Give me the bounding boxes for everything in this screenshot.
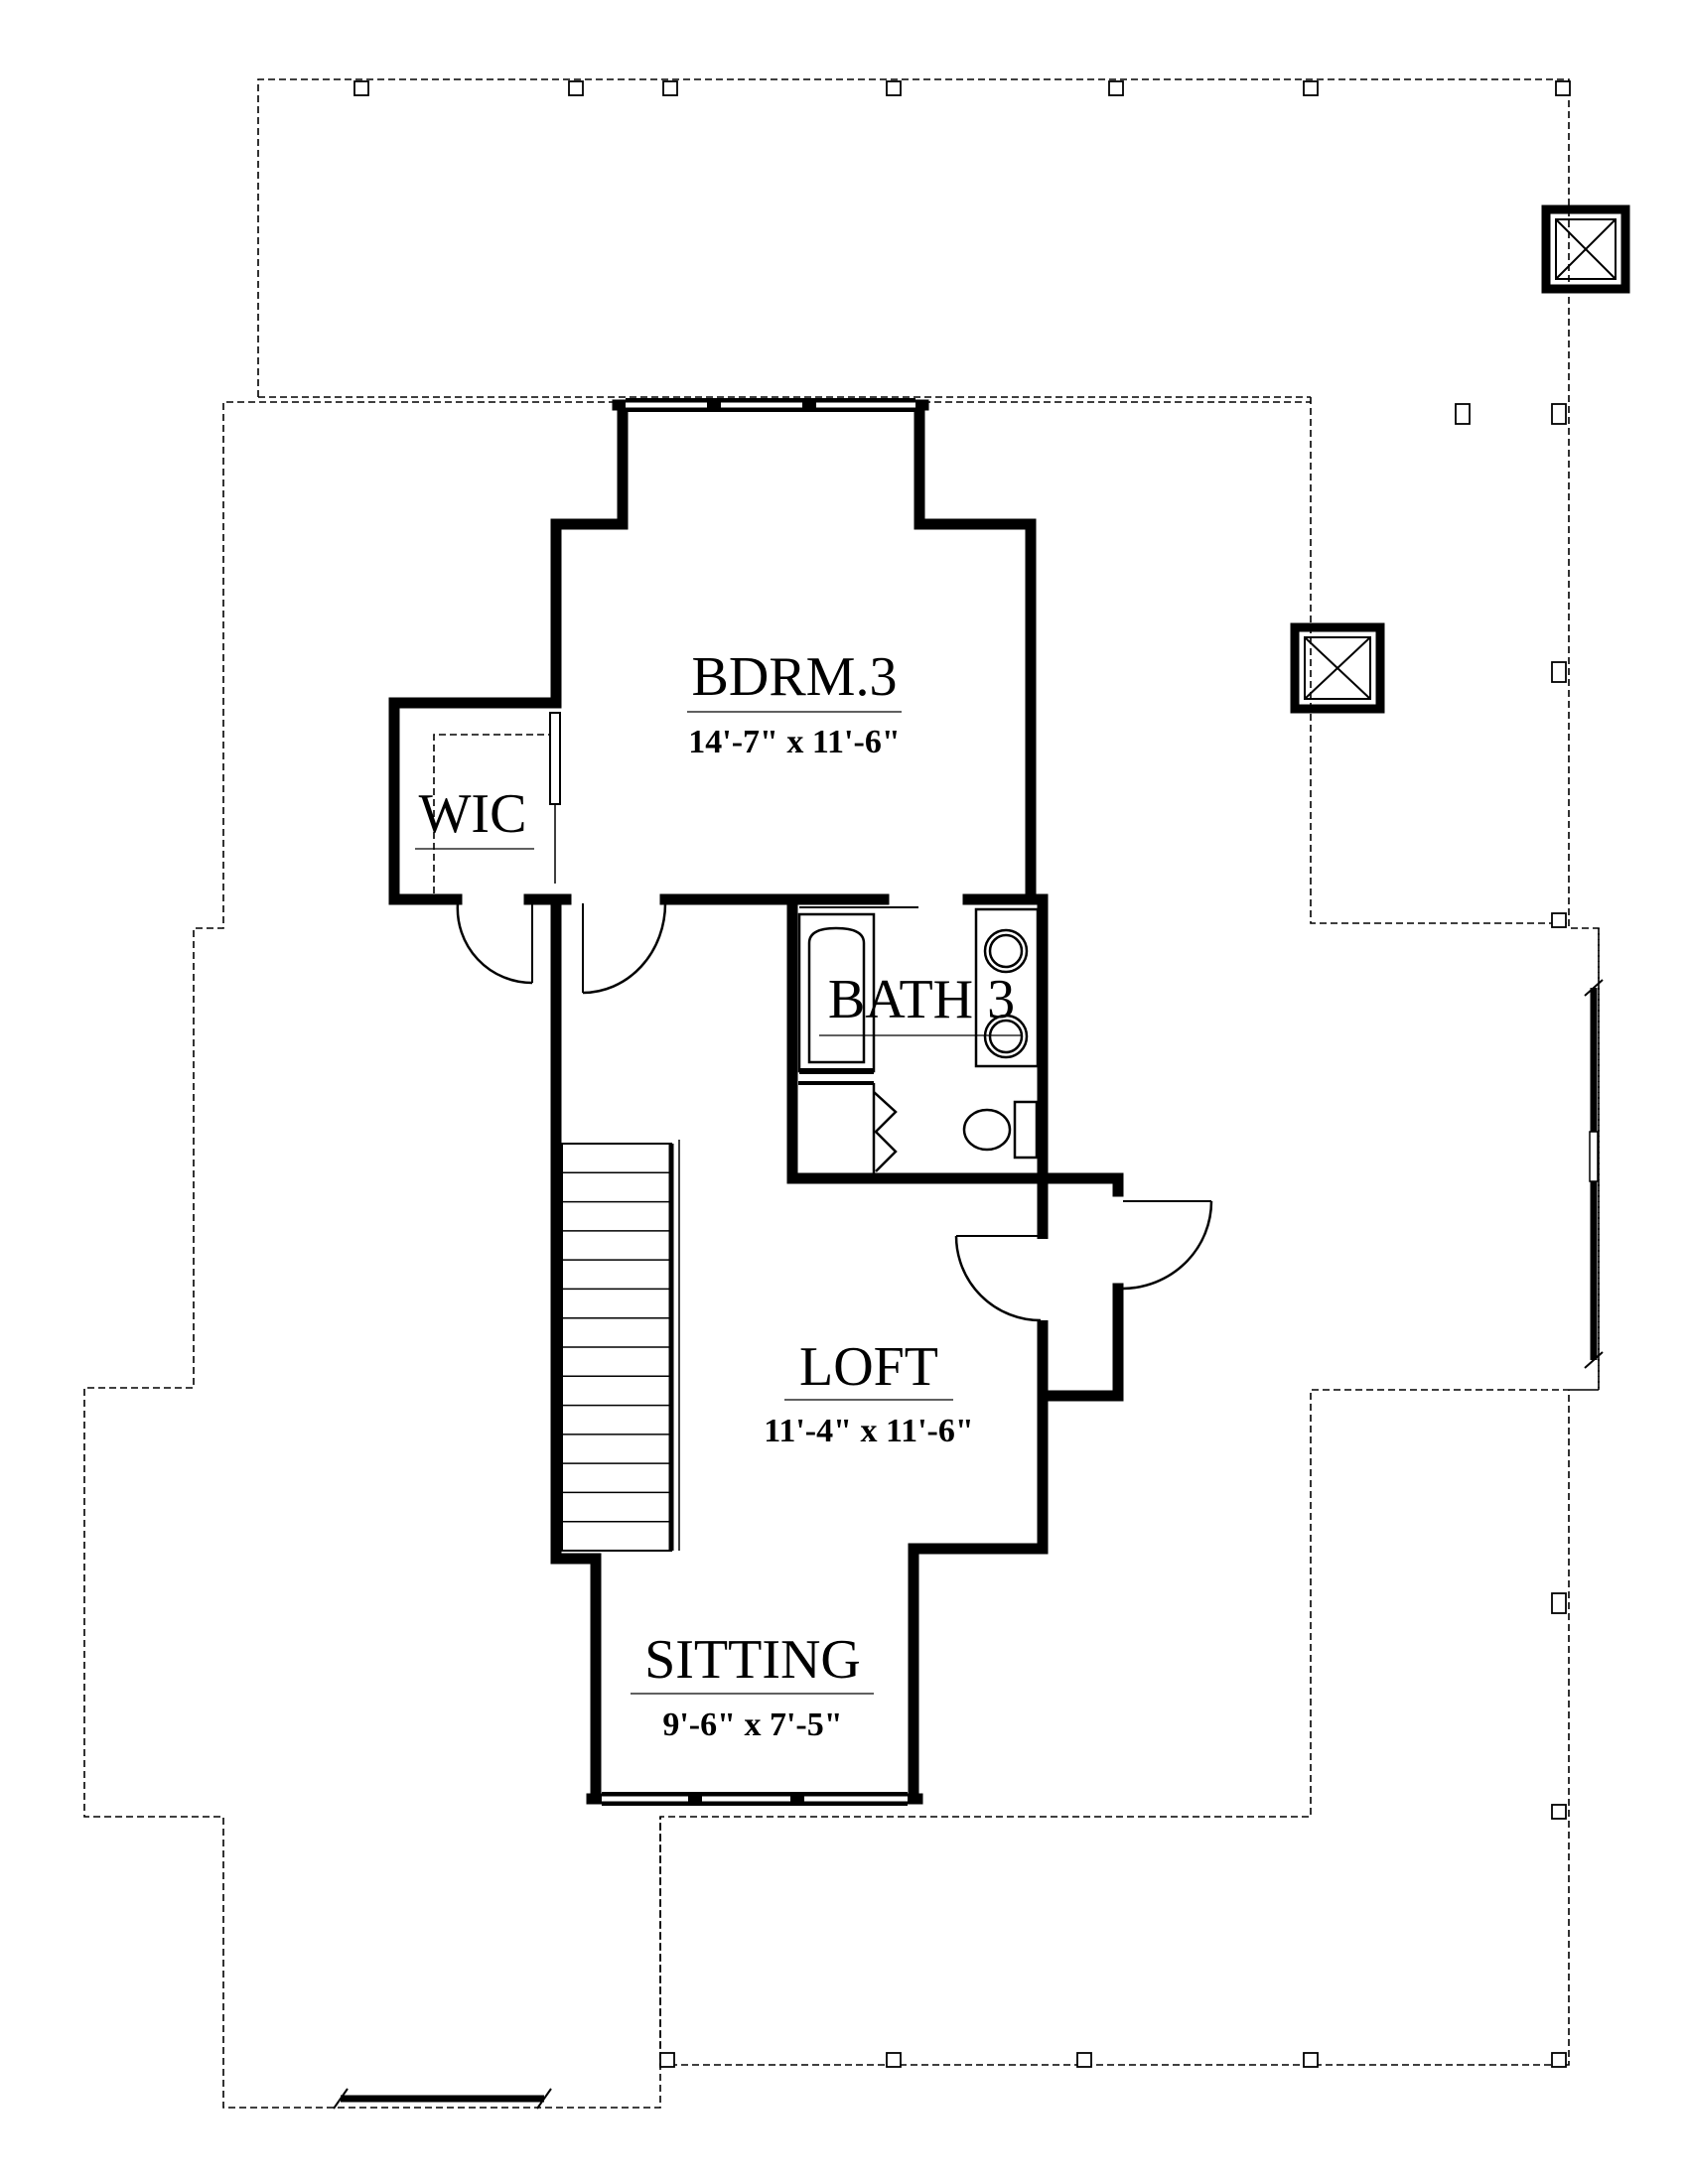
room-bath3: BATH 3 [819,969,1023,1036]
bottom-window [333,2088,552,2110]
loft-left-wall [550,903,602,1805]
room-name-bdrm3: BDRM.3 [692,646,898,708]
post [1551,912,1567,928]
room-dims-bdrm3: 14'-7" x 11'-6" [688,724,900,760]
wic-door [456,902,533,985]
wic-wall [388,697,562,905]
room-name-loft: LOFT [799,1336,938,1398]
post [1303,2052,1319,2068]
bedroom-wall [550,401,629,709]
room-name-sitting: SITTING [644,1629,861,1691]
bedroom-right-wall [914,401,1037,905]
bedroom-sliding-door [549,712,561,884]
post [1551,2052,1567,2068]
doors [456,902,1213,1322]
post [886,80,902,96]
loft-right-wall-lower [1037,1283,1124,1402]
toilet [962,1100,1039,1160]
linen-closet [798,1081,898,1173]
room-name-bath3: BATH 3 [828,969,1015,1030]
loft-bottom-wall [908,1390,1049,1805]
wic-shelf [433,734,556,893]
post [1076,2052,1092,2068]
room-name-wic: WIC [419,783,527,845]
post [1551,403,1567,425]
room-loft: LOFT 11'-4" x 11'-6" [764,1336,974,1449]
bedroom-window [626,398,915,412]
exterior-door [1122,1200,1213,1291]
vent-box-lower [1290,622,1385,714]
bedroom-door [582,902,667,995]
post [353,80,369,96]
bathtub [797,906,918,1074]
sitting-window [602,1792,908,1806]
upper-roof-outline [257,78,1600,2066]
roof-outline [83,78,1600,2109]
closet-wall [1037,1172,1124,1197]
post [1108,80,1124,96]
room-sitting: SITTING 9'-6" x 7'-5" [631,1629,874,1743]
left-roof-outline [83,401,661,2109]
right-window [1584,979,1604,1369]
post [568,80,584,96]
loft-closet-door [954,1235,1049,1322]
post [1455,403,1471,425]
post [1551,1592,1567,1614]
room-wic: WIC [415,783,534,850]
post [662,80,678,96]
room-dims-sitting: 9'-6" x 7'-5" [662,1706,842,1743]
bath-wall [786,903,1049,1184]
post [1551,1804,1567,1820]
stair-treads [562,1171,671,1523]
upper-roof-inner [1310,397,1569,924]
post [1551,661,1567,683]
post [886,2052,902,2068]
post [1555,80,1571,96]
porch-posts [353,80,1571,2068]
vent-box-upper [1541,205,1630,294]
stairs [561,1140,680,1552]
post [1303,80,1319,96]
post [659,2052,675,2068]
room-dims-loft: 11'-4" x 11'-6" [764,1413,974,1449]
room-bdrm3: BDRM.3 14'-7" x 11'-6" [687,646,902,760]
walls [388,399,1124,1805]
vanity [974,907,1040,1068]
